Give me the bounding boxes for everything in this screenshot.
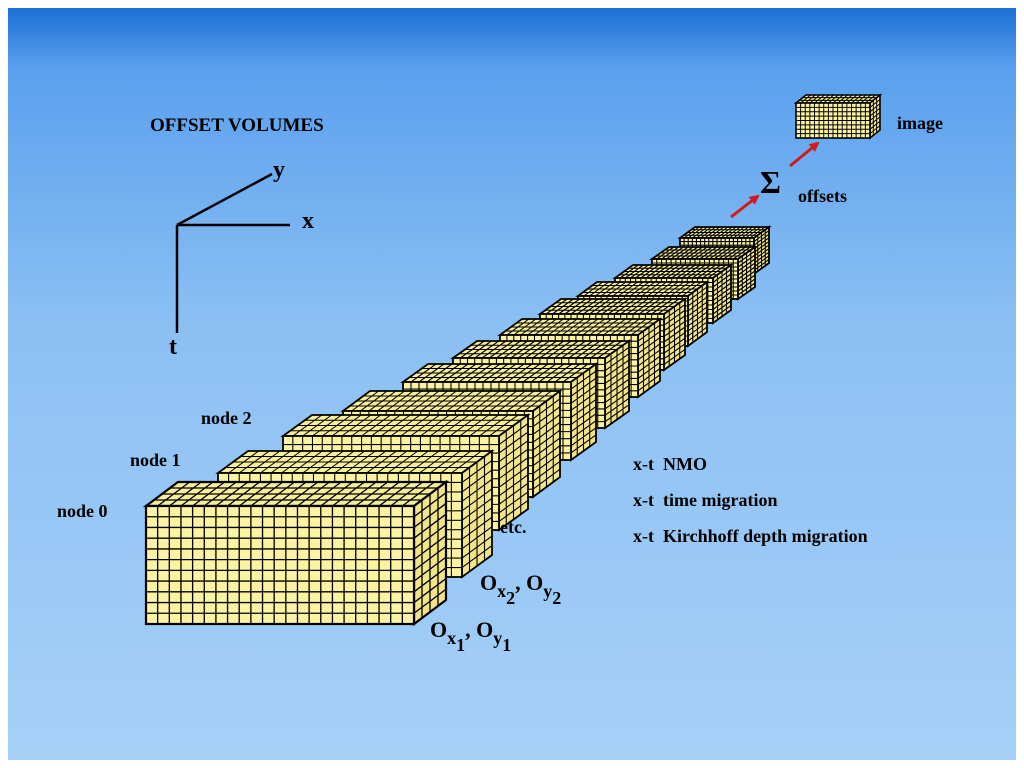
slide-background: OFFSET VOLUMES y x t node 0 node 1 node … xyxy=(8,8,1016,760)
svg-text:Ox1, Oy1: Ox1, Oy1 xyxy=(430,617,511,655)
node-2-label: node 2 xyxy=(201,408,252,428)
sum-symbol: Σ xyxy=(760,164,781,200)
diagram-title: OFFSET VOLUMES xyxy=(150,115,324,136)
node-0-label: node 0 xyxy=(57,501,108,521)
method-kirchhoff-depth-migration: x-t Kirchhoff depth migration xyxy=(633,526,868,546)
offset-label-2: Ox2, Oy2 xyxy=(480,570,561,608)
arrow-to-sum xyxy=(730,194,760,219)
arrow-to-image xyxy=(789,141,820,168)
y-axis-line xyxy=(176,172,273,227)
offset-volume xyxy=(142,479,450,627)
offset-label-1: Ox1, Oy1 xyxy=(430,617,511,655)
offset-volume-stack xyxy=(142,225,772,627)
image-volume xyxy=(793,93,883,140)
method-nmo: x-t NMO xyxy=(633,454,707,474)
image-volume-box xyxy=(793,93,883,140)
y-axis-label: y xyxy=(273,157,285,183)
offset-volumes-diagram: OFFSET VOLUMES y x t node 0 node 1 node … xyxy=(57,93,943,655)
svg-text:Ox2, Oy2: Ox2, Oy2 xyxy=(480,570,561,608)
etc-label: etc. xyxy=(500,517,526,537)
t-axis-label: t xyxy=(169,334,177,360)
method-time-migration: x-t time migration xyxy=(633,490,777,510)
sum-label: offsets xyxy=(798,186,847,206)
x-axis-label: x xyxy=(302,208,314,234)
node-1-label: node 1 xyxy=(130,450,181,470)
image-label: image xyxy=(897,113,943,133)
axes: y x t xyxy=(169,157,314,360)
